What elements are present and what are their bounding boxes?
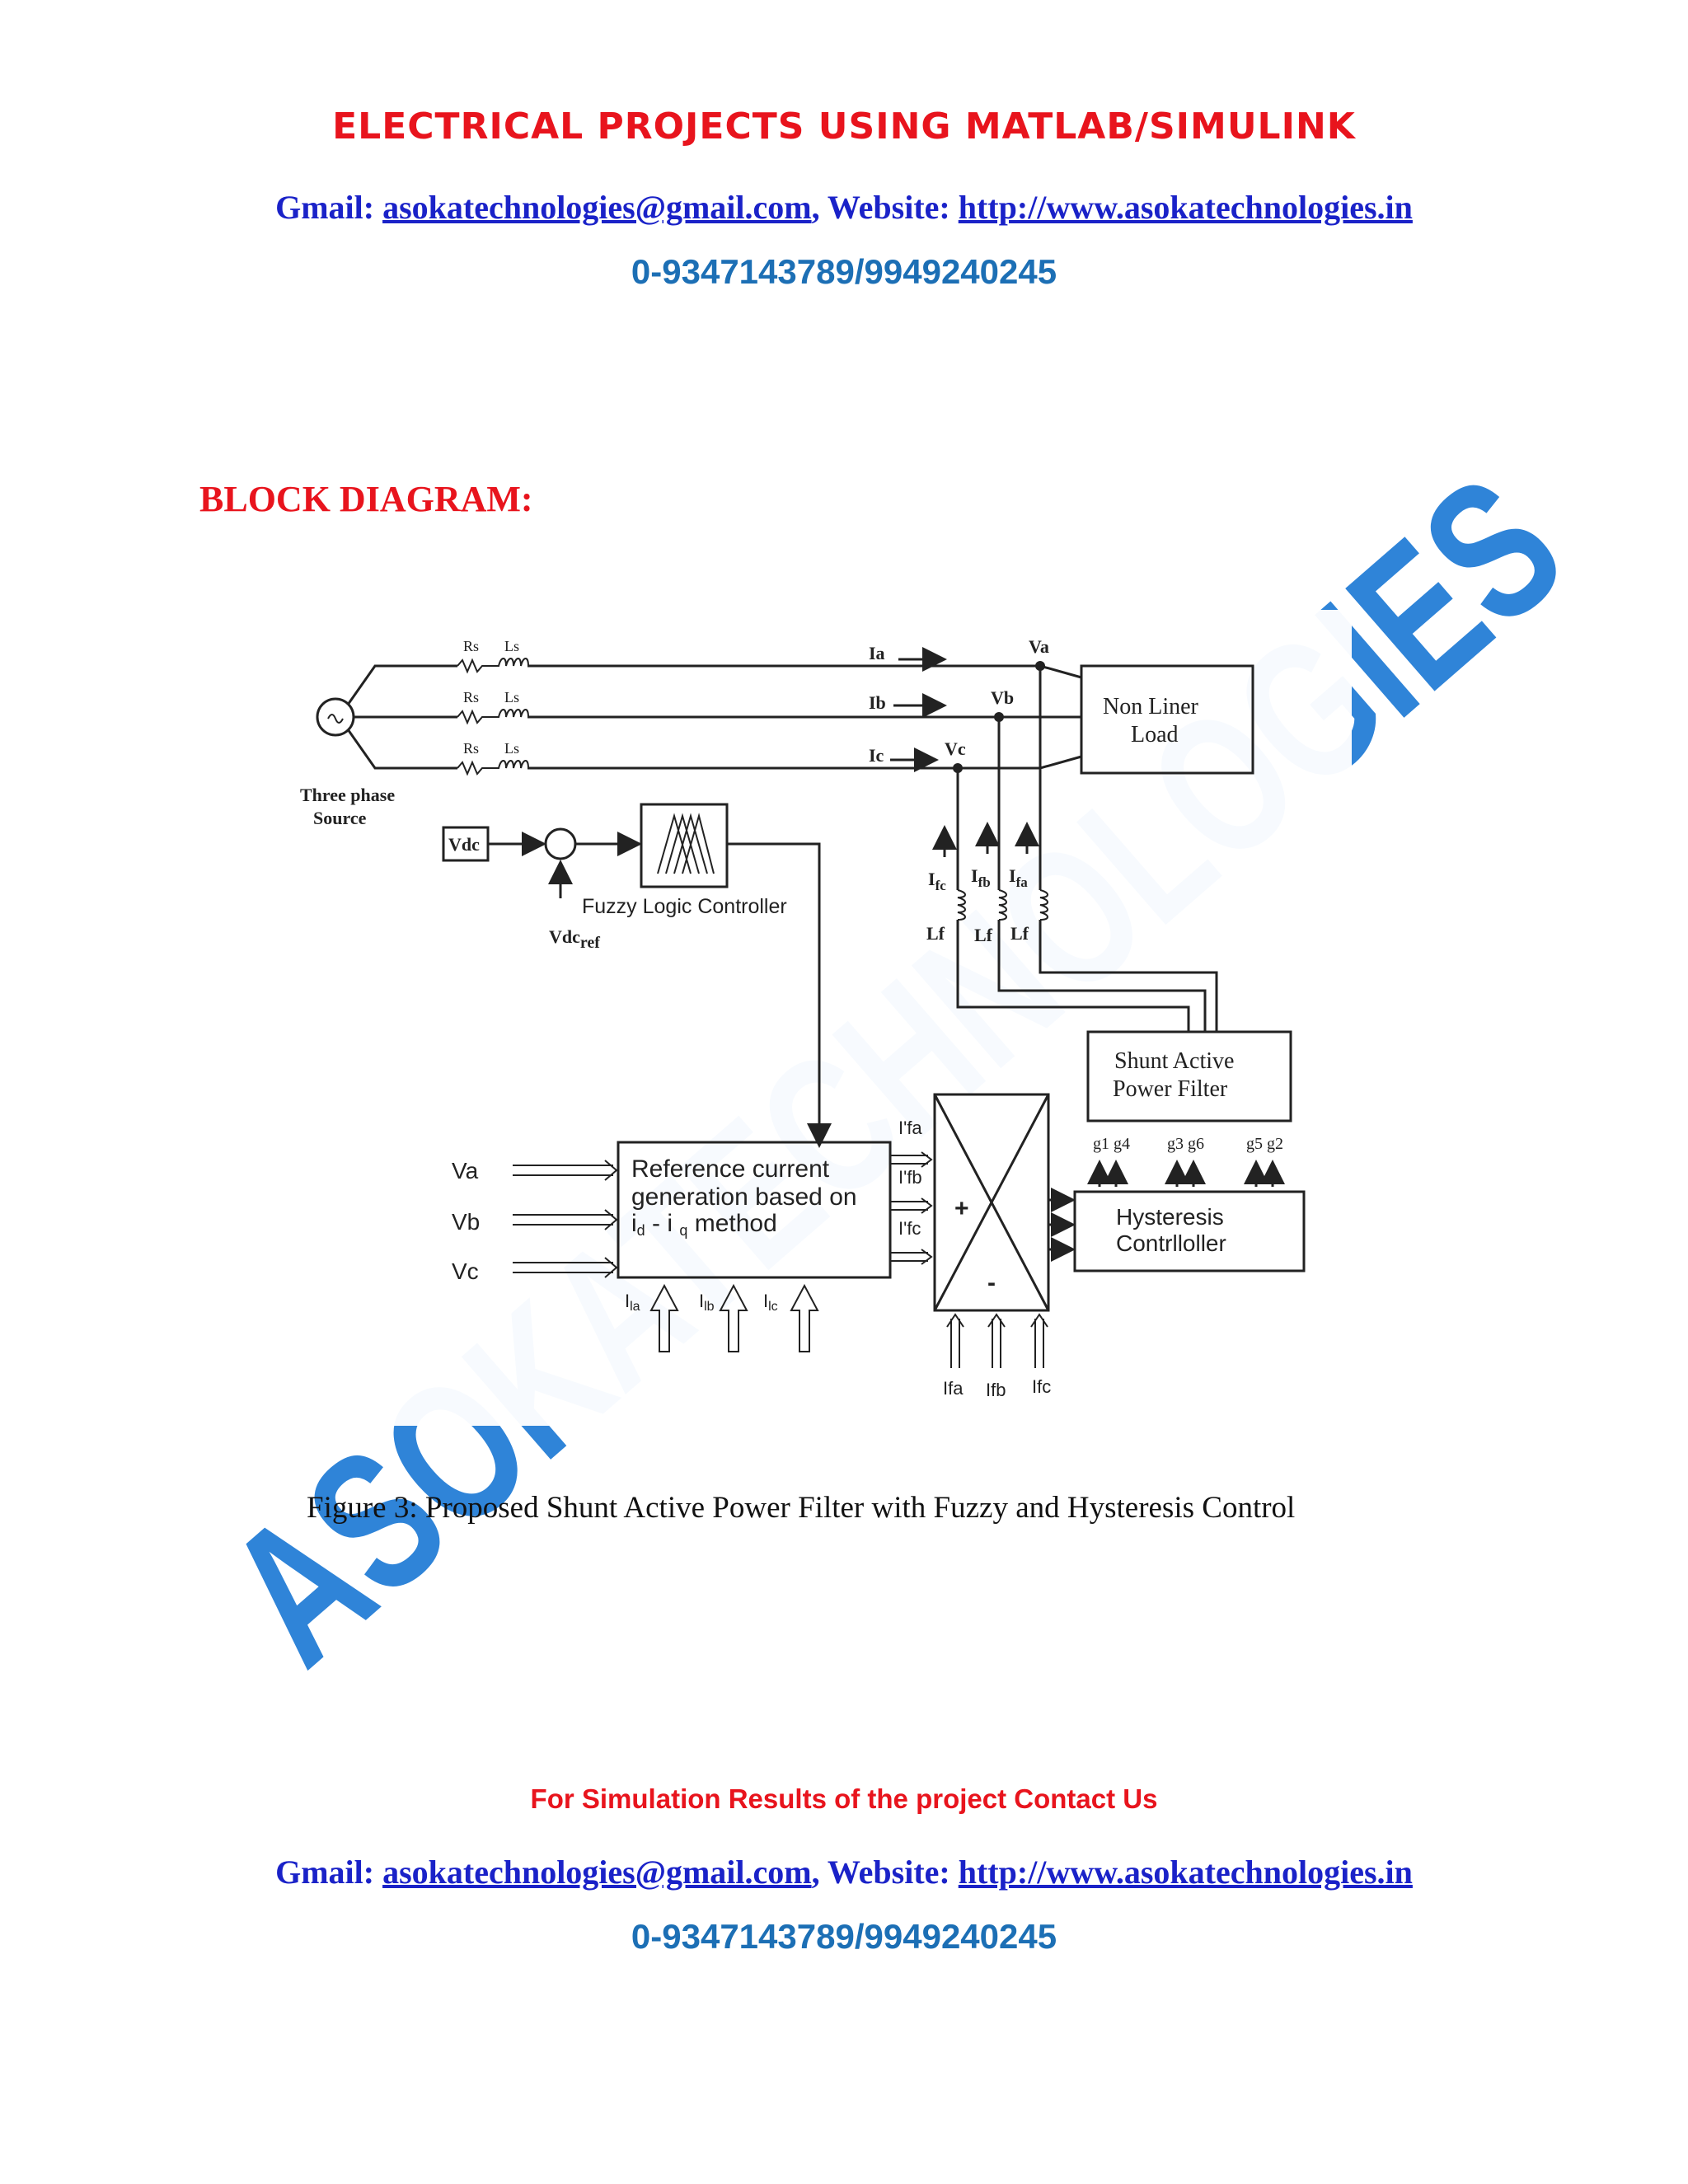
meas-current-ifc: Ifc bbox=[1032, 1376, 1051, 1397]
flc-label: Fuzzy Logic Controller bbox=[582, 895, 787, 918]
gmail-label: Gmail: bbox=[275, 189, 375, 226]
gate-labels-1: g1 g4 bbox=[1093, 1135, 1130, 1153]
load-label-2: Load bbox=[1131, 722, 1179, 748]
node-vb: Vb bbox=[991, 687, 1014, 708]
plus-sign: + bbox=[954, 1195, 969, 1222]
input-va: Va bbox=[452, 1158, 479, 1183]
website-link[interactable]: http://www.asokatechnologies.in bbox=[958, 189, 1413, 226]
footer-contact-line: Gmail: asokatechnologies@gmail.com, Webs… bbox=[0, 1853, 1688, 1891]
ref-output-fc: I'fc bbox=[898, 1218, 921, 1239]
ls-label-c: Ls bbox=[504, 740, 519, 757]
hyst-label-2: Contrlloller bbox=[1116, 1230, 1226, 1256]
load-label-1: Non Liner bbox=[1103, 694, 1199, 719]
lf-label-c: Lf bbox=[926, 923, 945, 944]
ref-output-fa: I'fa bbox=[898, 1118, 922, 1138]
vdc-label: Vdc bbox=[448, 834, 480, 855]
filter-current-fc: Ifc bbox=[928, 869, 946, 893]
footer-phone: 0-9347143789/9949240245 bbox=[631, 1917, 1057, 1956]
input-vb: Vb bbox=[452, 1209, 480, 1235]
filter-current-fa: Ifa bbox=[1009, 865, 1028, 890]
node-va: Va bbox=[1029, 636, 1049, 657]
current-ic: Ic bbox=[869, 745, 884, 766]
source-label-1: Three phase bbox=[300, 785, 395, 805]
rs-label-c: Rs bbox=[463, 740, 479, 757]
footer-gmail-label: Gmail: bbox=[275, 1854, 375, 1891]
hyst-label-1: Hysteresis bbox=[1116, 1204, 1224, 1230]
meas-current-ifb: Ifb bbox=[986, 1380, 1006, 1400]
ls-label-b: Ls bbox=[504, 689, 519, 705]
website-label: , Website: bbox=[811, 189, 950, 226]
load-current-la: Ila bbox=[625, 1291, 640, 1314]
load-current-lc: Ilc bbox=[763, 1291, 778, 1314]
rs-label-b: Rs bbox=[463, 689, 479, 705]
minus-sign: - bbox=[987, 1269, 996, 1296]
vdc-ref-label: Vdcref bbox=[549, 926, 600, 952]
rs-label-a: Rs bbox=[463, 638, 479, 654]
header-phone: 0-9347143789/9949240245 bbox=[631, 252, 1057, 291]
current-ia: Ia bbox=[869, 643, 885, 663]
gate-labels-2: g3 g6 bbox=[1167, 1135, 1204, 1153]
email-link[interactable]: asokatechnologies@gmail.com bbox=[382, 189, 812, 226]
diagram-mask bbox=[280, 610, 1352, 1426]
gate-labels-3: g5 g2 bbox=[1246, 1135, 1283, 1153]
figure-caption: Figure 3: Proposed Shunt Active Power Fi… bbox=[307, 1491, 1296, 1525]
footer-website-link[interactable]: http://www.asokatechnologies.in bbox=[958, 1854, 1413, 1891]
footer-email-link[interactable]: asokatechnologies@gmail.com bbox=[382, 1854, 812, 1891]
sapf-label-1: Shunt Active bbox=[1114, 1048, 1234, 1074]
meas-current-ifa: Ifa bbox=[943, 1378, 964, 1399]
ref-label-2: generation based on bbox=[631, 1183, 857, 1211]
ref-label-3: id - i q method bbox=[631, 1210, 777, 1239]
page-title: ELECTRICAL PROJECTS USING MATLAB/SIMULIN… bbox=[332, 105, 1356, 148]
contact-us-note: For Simulation Results of the project Co… bbox=[530, 1783, 1158, 1814]
current-ib: Ib bbox=[869, 692, 886, 713]
node-vc: Vc bbox=[945, 738, 966, 759]
input-vc: Vc bbox=[452, 1258, 479, 1284]
lf-label-b: Lf bbox=[974, 925, 993, 945]
lf-label-a: Lf bbox=[1010, 923, 1029, 944]
filter-current-fb: Ifb bbox=[971, 865, 991, 890]
section-heading: BLOCK DIAGRAM: bbox=[199, 479, 533, 519]
footer-website-label: , Website: bbox=[811, 1854, 950, 1891]
ref-label-1: Reference current bbox=[631, 1155, 830, 1183]
ls-label-a: Ls bbox=[504, 638, 519, 654]
header-contact-line: Gmail: asokatechnologies@gmail.com, Webs… bbox=[0, 188, 1688, 227]
source-label-2: Source bbox=[313, 808, 367, 828]
load-current-lb: Ilb bbox=[699, 1291, 715, 1314]
ref-output-fb: I'fb bbox=[898, 1167, 922, 1188]
sapf-label-2: Power Filter bbox=[1113, 1076, 1228, 1102]
